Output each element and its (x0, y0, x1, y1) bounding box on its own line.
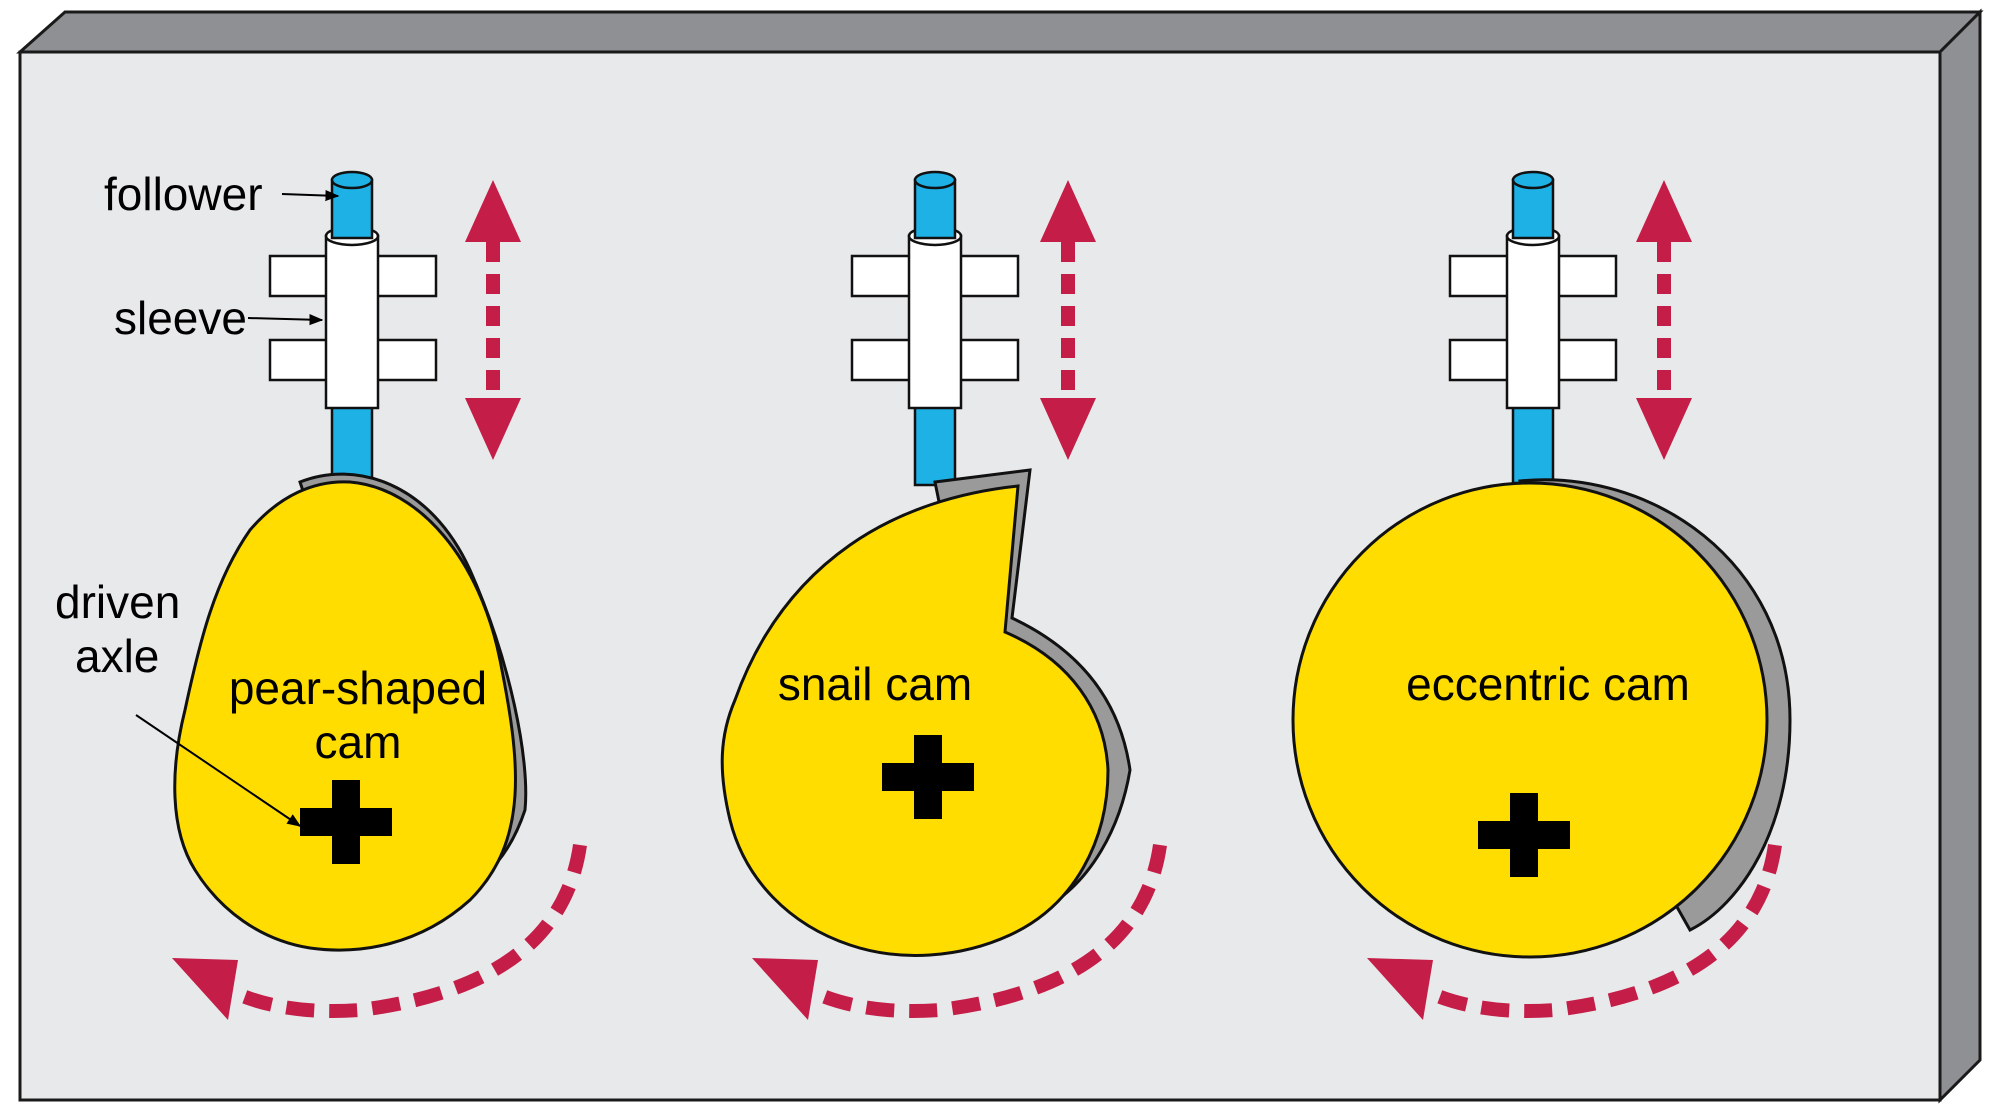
follower-rod-lower (330, 403, 374, 481)
driven-axle-pointer (135, 714, 302, 827)
sleeve-pointer (247, 314, 324, 326)
sleeve (324, 234, 380, 410)
snail-cam (720, 484, 1110, 957)
rotation-arrow-icon (172, 844, 587, 1020)
cam-name-line1: pear-shaped (229, 662, 487, 714)
callouts: follower sleeve driven axle (55, 168, 340, 827)
vertical-motion-arrow-icon (465, 180, 521, 460)
cam-name: eccentric cam (1406, 658, 1690, 710)
sleeve (907, 234, 963, 410)
follower-rod-lower (1511, 403, 1555, 485)
follower-label: follower (104, 168, 263, 220)
follower-rod-top (1511, 170, 1555, 190)
driven-axle-icon (882, 735, 974, 819)
follower-rod-top (913, 170, 957, 190)
follower-rod-top (330, 170, 374, 190)
sleeve-label: sleeve (114, 292, 247, 344)
board-side-edge (1938, 8, 1982, 1104)
rotation-arrow-icon (752, 844, 1167, 1020)
pear-shaped-cam-assembly: pear-shaped cam (172, 170, 587, 1020)
eccentric-cam-assembly: eccentric cam (1291, 170, 1792, 1020)
sleeve (1505, 234, 1561, 410)
board-top-edge (16, 10, 1984, 54)
eccentric-cam (1291, 481, 1769, 959)
cam-name-line2: cam (315, 716, 402, 768)
driven-axle-label-line2: axle (75, 630, 159, 682)
rotation-arrow-icon (1367, 844, 1782, 1020)
cam-name: snail cam (778, 658, 972, 710)
follower-pointer (281, 189, 340, 202)
vertical-motion-arrow-icon (1636, 180, 1692, 460)
follower-rod-upper (913, 178, 957, 240)
driven-axle-label-line1: driven (55, 576, 180, 628)
follower-rod-lower (913, 403, 957, 487)
driven-axle-icon (1478, 793, 1570, 877)
vertical-motion-arrow-icon (1040, 180, 1096, 460)
driven-axle-icon (300, 780, 392, 864)
snail-cam-assembly: snail cam (720, 170, 1167, 1020)
pear-cam (173, 480, 517, 952)
